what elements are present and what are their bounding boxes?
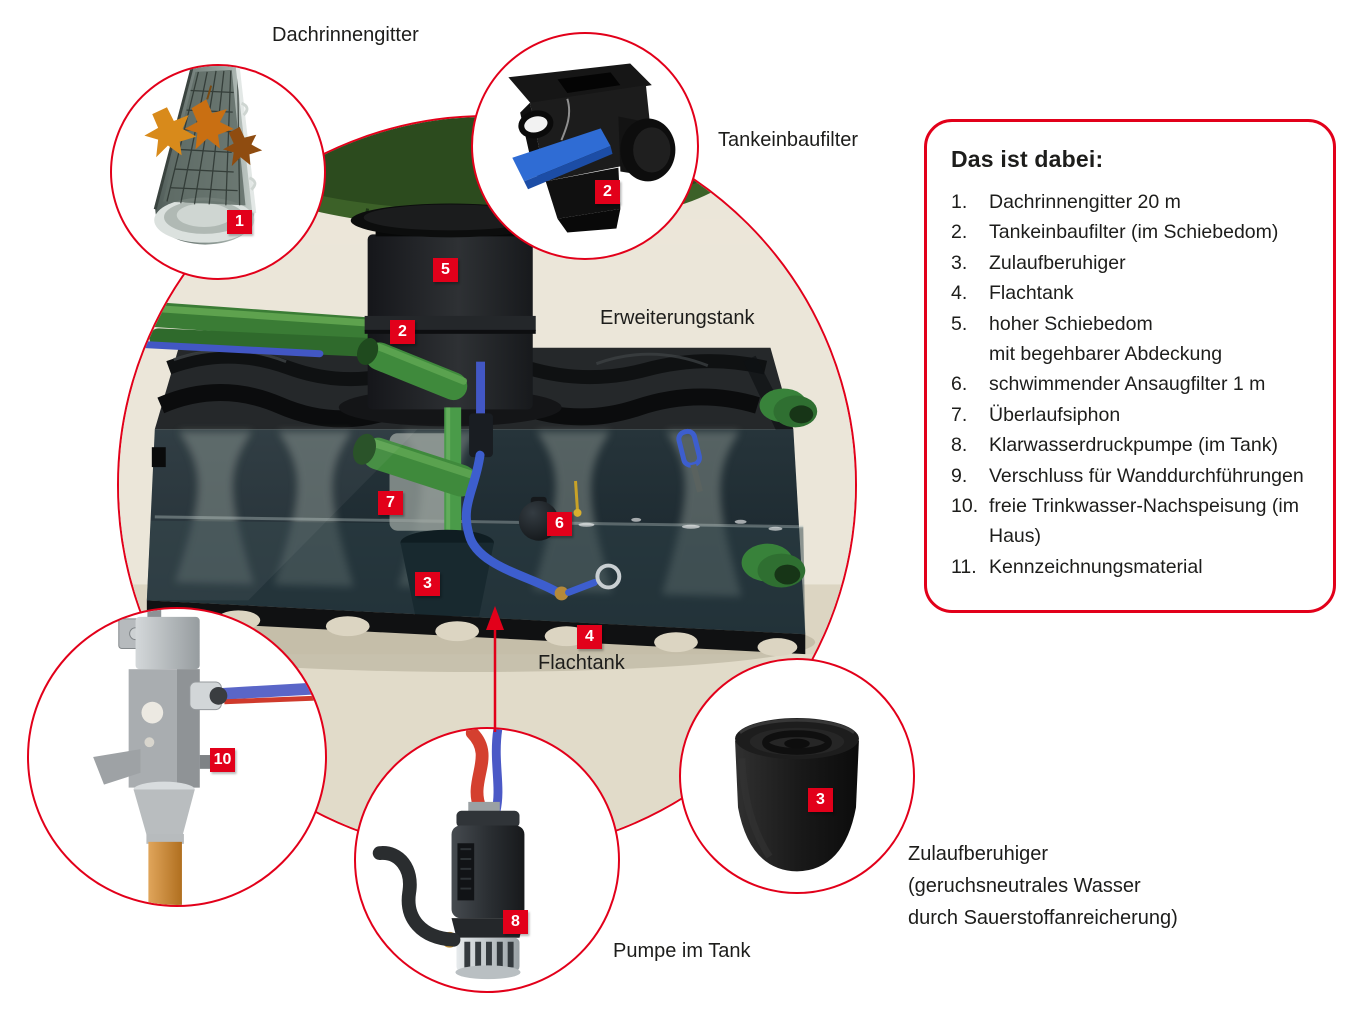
callout-circle-gutter [110,64,326,280]
label-tankeinbaufilter: Tankeinbaufilter [718,129,859,151]
filter-blue-plate [512,128,611,182]
label-flachtank: Flachtank [538,652,625,674]
blue-suction-hose [461,450,563,597]
list-item: 6.schwimmender Ansaugfilter 1 m [951,373,1266,396]
schiebedom [338,203,562,427]
inlet-calmer-illustration [735,718,859,872]
pressure-pump-illustration [372,729,525,980]
pump-blue-pipe [491,729,503,817]
list-item: 10.freie Trinkwasser-Nachspeisung (im Ha… [951,495,1299,548]
list-item: 9.Verschluss für Wanddurchführungen [951,464,1304,487]
included-items-box: Das ist dabei: 1.Dachrinnengitter 20 m 2… [924,119,1336,613]
badge-6-floating-filter: 6 [547,512,572,536]
pump-red-cable [465,729,489,815]
callout-circle-inlet-calmer [679,658,915,894]
badge-7-overflow-siphon: 7 [378,491,403,515]
badge-10-refill-unit: 10 [210,748,235,772]
pump-location-arrow [486,606,504,732]
list-item: 8.Klarwasserdruckpumpe (im Tank) [951,434,1278,457]
flat-tank-front [146,429,806,635]
copper-standpipe [148,841,182,905]
right-green-elbow-bottom [741,543,806,588]
badge-2-filter-in-dome: 2 [390,320,415,344]
callout-circle-tank-filter [471,32,699,260]
label-dachrinnengitter: Dachrinnengitter [272,24,419,46]
label-pumpe-im-tank: Pumpe im Tank [613,940,751,962]
drinking-water-refill-illustration [93,609,325,905]
badge-5-dome: 5 [433,258,458,282]
list-item: 3.Zulaufberuhiger [951,251,1126,274]
included-items-title: Das ist dabei: [951,146,1104,172]
list-item: 4.Flachtank [951,282,1074,305]
blue-suction-line [125,340,324,358]
badge-1-gutter: 1 [227,210,252,234]
list-item: 7.Überlaufsiphon [951,403,1121,426]
right-green-elbow-top [759,388,818,428]
badge-3-inlet-calmer: 3 [415,572,440,596]
badge-3-inlet-calmer-detail: 3 [808,788,833,812]
list-item: 1.Dachrinnengitter 20 m [951,191,1181,213]
label-zulaufberuhiger: Zulaufberuhiger (geruchsneutrales Wasser… [908,843,1178,929]
tank-interior-equipment [146,361,703,617]
dome-green-outlet [356,338,468,401]
badge-8-pump: 8 [503,910,528,934]
tank-filter-illustration [508,63,676,233]
list-item: 5.hoher Schiebedom mit begehbarer Abdeck… [951,312,1223,366]
pump-black-hose [372,846,461,947]
autumn-leaves [144,85,263,167]
refill-blue-pipe [222,682,325,700]
callout-circle-refill-valve [27,607,327,907]
list-item: 11.Kennzeichnungsmaterial [951,555,1203,578]
gutter-mesh-illustration [144,66,263,245]
badge-4-flat-tank: 4 [577,625,602,649]
inlet-calmer-basket [400,542,494,617]
label-erweiterungstank: Erweiterungstank [600,307,755,329]
callout-circle-pump [354,727,620,993]
siphon-green-inlet [352,433,477,497]
solenoid-valve [135,616,200,670]
badge-2-filter-detail: 2 [595,180,620,204]
list-item: 2.Tankeinbaufilter (im Schiebedom) [951,221,1279,244]
